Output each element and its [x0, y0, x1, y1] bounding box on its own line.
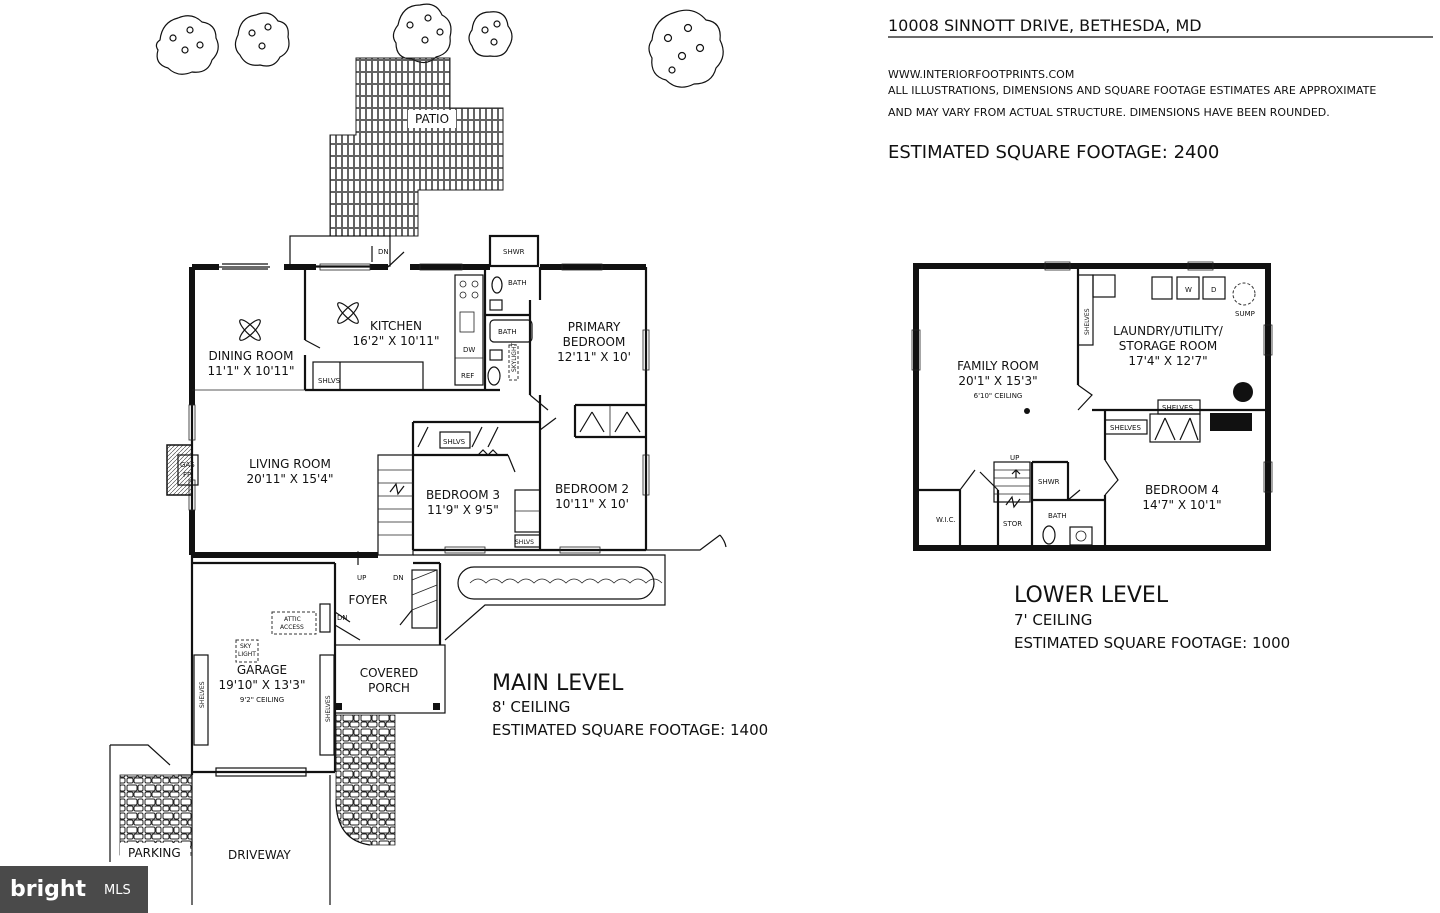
washer-label: W — [1185, 286, 1192, 294]
skylight-garage-1: SKY — [240, 643, 252, 650]
bedroom-3-dim: 11'9" X 9'5" — [427, 503, 499, 517]
stairs-up-label: UP — [357, 574, 366, 582]
porch-label-1: COVERED — [360, 666, 419, 680]
skylight-label: SKYLIGHT — [511, 343, 518, 372]
patio-label: PATIO — [415, 112, 449, 126]
total-square-footage: ESTIMATED SQUARE FOOTAGE: 2400 — [888, 142, 1219, 163]
bed4-shelves-label-2: SHELVES — [1162, 404, 1193, 412]
laundry-label-2: STORAGE ROOM — [1119, 339, 1218, 353]
lower-level-title: LOWER LEVEL — [1014, 583, 1169, 608]
family-room-dim: 20'1" X 15'3" — [958, 374, 1037, 388]
bright-mls-watermark: bright MLS — [0, 866, 148, 913]
living-room-dim: 20'11" X 15'4" — [247, 472, 334, 486]
ceiling-fan-icon — [337, 302, 359, 324]
gas-label: GAS — [180, 461, 195, 469]
lower-bath-label: BATH — [1048, 512, 1067, 520]
bath-1-label: BATH — [508, 279, 527, 287]
primary-bedroom-label-1: PRIMARY — [568, 320, 621, 334]
bedroom-3-label: BEDROOM 3 — [426, 488, 500, 502]
tree-icon — [648, 9, 724, 88]
lower-shower-label: SHWR — [1038, 478, 1060, 486]
watermark-suffix: MLS — [104, 883, 131, 898]
primary-bedroom-dim: 12'11" X 10' — [557, 350, 631, 364]
garage-label: GARAGE — [237, 663, 287, 677]
bedroom-2-label: BEDROOM 2 — [555, 482, 629, 496]
lower-stairs-up: UP — [1010, 454, 1019, 462]
shower-label: SHWR — [503, 248, 525, 256]
garage-ceiling: 9'2" CEILING — [240, 696, 284, 704]
foyer-dn-label: DN — [337, 614, 348, 622]
skylight-garage-2: LIGHT — [238, 651, 256, 658]
stor-label: STOR — [1003, 520, 1022, 528]
foyer-label: FOYER — [349, 593, 388, 607]
kitchen-dim: 16'2" X 10'11" — [353, 334, 440, 348]
main-level-sqft: ESTIMATED SQUARE FOOTAGE: 1400 — [492, 721, 768, 739]
primary-bedroom-label-2: BEDROOM — [563, 335, 626, 349]
attic-label-2: ACCESS — [280, 624, 304, 631]
disclaimer-line-1: ALL ILLUSTRATIONS, DIMENSIONS AND SQUARE… — [888, 84, 1376, 97]
dishwasher-label: DW — [463, 346, 475, 354]
family-room-label: FAMILY ROOM — [957, 359, 1039, 373]
tree-icon — [468, 11, 513, 57]
patio: PATIO — [329, 57, 504, 237]
tree-icon — [155, 15, 219, 75]
website-text: WWW.INTERIORFOOTPRINTS.COM — [888, 68, 1074, 81]
tree-icons — [155, 3, 724, 88]
deck-dn-label: DN — [378, 248, 389, 256]
fp-label: FP — [183, 471, 191, 479]
dryer-label: D — [1211, 286, 1216, 294]
family-room-ceiling: 6'10" CEILING — [974, 392, 1023, 400]
main-level-plan: DN SHLVS — [109, 234, 768, 905]
ceiling-fan-icon — [239, 319, 261, 341]
tree-icon — [234, 12, 290, 67]
bedroom-2-dim: 10'11" X 10' — [555, 497, 629, 511]
stairs-dn-label: DN — [393, 574, 404, 582]
main-level-title: MAIN LEVEL — [492, 671, 624, 696]
bath-2-label: BATH — [498, 328, 517, 336]
kitchen-label: KITCHEN — [370, 319, 422, 333]
address-title: 10008 SINNOTT DRIVE, BETHESDA, MD — [888, 16, 1202, 35]
living-room-label: LIVING ROOM — [249, 457, 331, 471]
kitchen-shlvs-label: SHLVS — [318, 377, 341, 385]
lower-level-ceiling: 7' CEILING — [1014, 611, 1092, 629]
garage-shelves-right: SHELVES — [325, 695, 332, 722]
lower-level-sqft: ESTIMATED SQUARE FOOTAGE: 1000 — [1014, 634, 1290, 652]
driveway-label: DRIVEWAY — [228, 848, 291, 862]
porch-label-2: PORCH — [368, 681, 410, 695]
tree-icon — [392, 3, 452, 64]
hall-shlvs-label: SHLVS — [443, 438, 466, 446]
watermark-brand: bright — [10, 877, 87, 902]
bedroom-4-dim: 14'7" X 10'1" — [1142, 498, 1221, 512]
header-block: 10008 SINNOTT DRIVE, BETHESDA, MD WWW.IN… — [888, 16, 1433, 163]
garage-shelves-left: SHELVES — [199, 681, 206, 708]
attic-label-1: ATTIC — [284, 616, 301, 623]
main-level-ceiling: 8' CEILING — [492, 698, 570, 716]
dining-room-dim: 11'1" X 10'11" — [208, 364, 295, 378]
bedroom-4-label: BEDROOM 4 — [1145, 483, 1219, 497]
laundry-dim: 17'4" X 12'7" — [1128, 354, 1207, 368]
bed4-shelves-label: SHELVES — [1110, 424, 1141, 432]
laundry-label-1: LAUNDRY/UTILITY/ — [1113, 324, 1224, 338]
bed2-shlvs-label: SHLVS — [515, 539, 534, 546]
lower-level-plan: SHELVES W D SUMP SHELVES SHELVES SHWR — [911, 261, 1290, 652]
sump-label: SUMP — [1235, 310, 1255, 318]
wic-label: W.I.C. — [936, 516, 956, 524]
parking-label: PARKING — [128, 846, 181, 860]
laundry-shelves-label: SHELVES — [1084, 308, 1091, 335]
refrigerator-label: REF — [461, 372, 474, 380]
disclaimer-line-2: AND MAY VARY FROM ACTUAL STRUCTURE. DIME… — [888, 106, 1330, 119]
garage-dim: 19'10" X 13'3" — [219, 678, 306, 692]
dining-room-label: DINING ROOM — [209, 349, 294, 363]
